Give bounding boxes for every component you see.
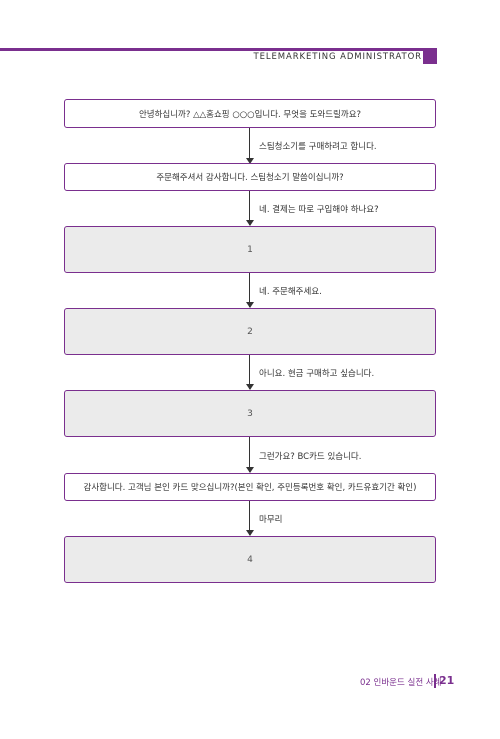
arrow-down-icon bbox=[246, 220, 254, 226]
connector-line bbox=[249, 273, 250, 307]
flow-box-blank-2: 2 bbox=[64, 308, 436, 355]
flow-box-blank-3: 3 bbox=[64, 390, 436, 437]
closing-label: 마무리 bbox=[259, 515, 283, 525]
footer-divider bbox=[434, 674, 436, 688]
flow-box-blank-1: 1 bbox=[64, 226, 436, 273]
flow-box-confirm: 감사합니다. 고객님 본인 카드 맞으십니까?(본인 확인, 주민등록번호 확인… bbox=[64, 473, 436, 501]
customer-reply-4: 아니요. 현금 구매하고 싶습니다. bbox=[259, 369, 375, 379]
footer-chapter-title: 02 인바운드 실전 사례 bbox=[360, 678, 442, 688]
flow-box-thanks: 주문해주셔서 감사합니다. 스팀청소기 말씀이십니까? bbox=[64, 163, 436, 191]
arrow-down-icon bbox=[246, 530, 254, 536]
customer-reply-5: 그런가요? BC카드 있습니다. bbox=[259, 452, 362, 462]
connector-line bbox=[249, 501, 250, 535]
flow-box-greeting: 안녕하십니까? △△홈쇼핑 ○○○입니다. 무엇을 도와드릴까요? bbox=[64, 99, 436, 128]
arrow-down-icon bbox=[246, 384, 254, 390]
arrow-down-icon bbox=[246, 467, 254, 473]
flow-box-blank-4: 4 bbox=[64, 536, 436, 583]
arrow-down-icon bbox=[246, 158, 254, 164]
connector-line bbox=[249, 437, 250, 472]
customer-reply-2: 네. 결제는 따로 구입해야 하나요? bbox=[259, 205, 379, 215]
connector-line bbox=[249, 355, 250, 389]
header-rule bbox=[0, 48, 437, 51]
header-accent-block bbox=[423, 48, 437, 64]
connector-line bbox=[249, 191, 250, 225]
customer-reply-3: 네. 주문해주세요. bbox=[259, 287, 322, 297]
running-header-title: TELEMARKETING ADMINISTRATOR bbox=[253, 52, 422, 62]
customer-reply-1: 스팀청소기를 구매하려고 합니다. bbox=[259, 142, 377, 152]
arrow-down-icon bbox=[246, 302, 254, 308]
connector-line bbox=[249, 128, 250, 162]
page-number: 21 bbox=[439, 674, 455, 687]
